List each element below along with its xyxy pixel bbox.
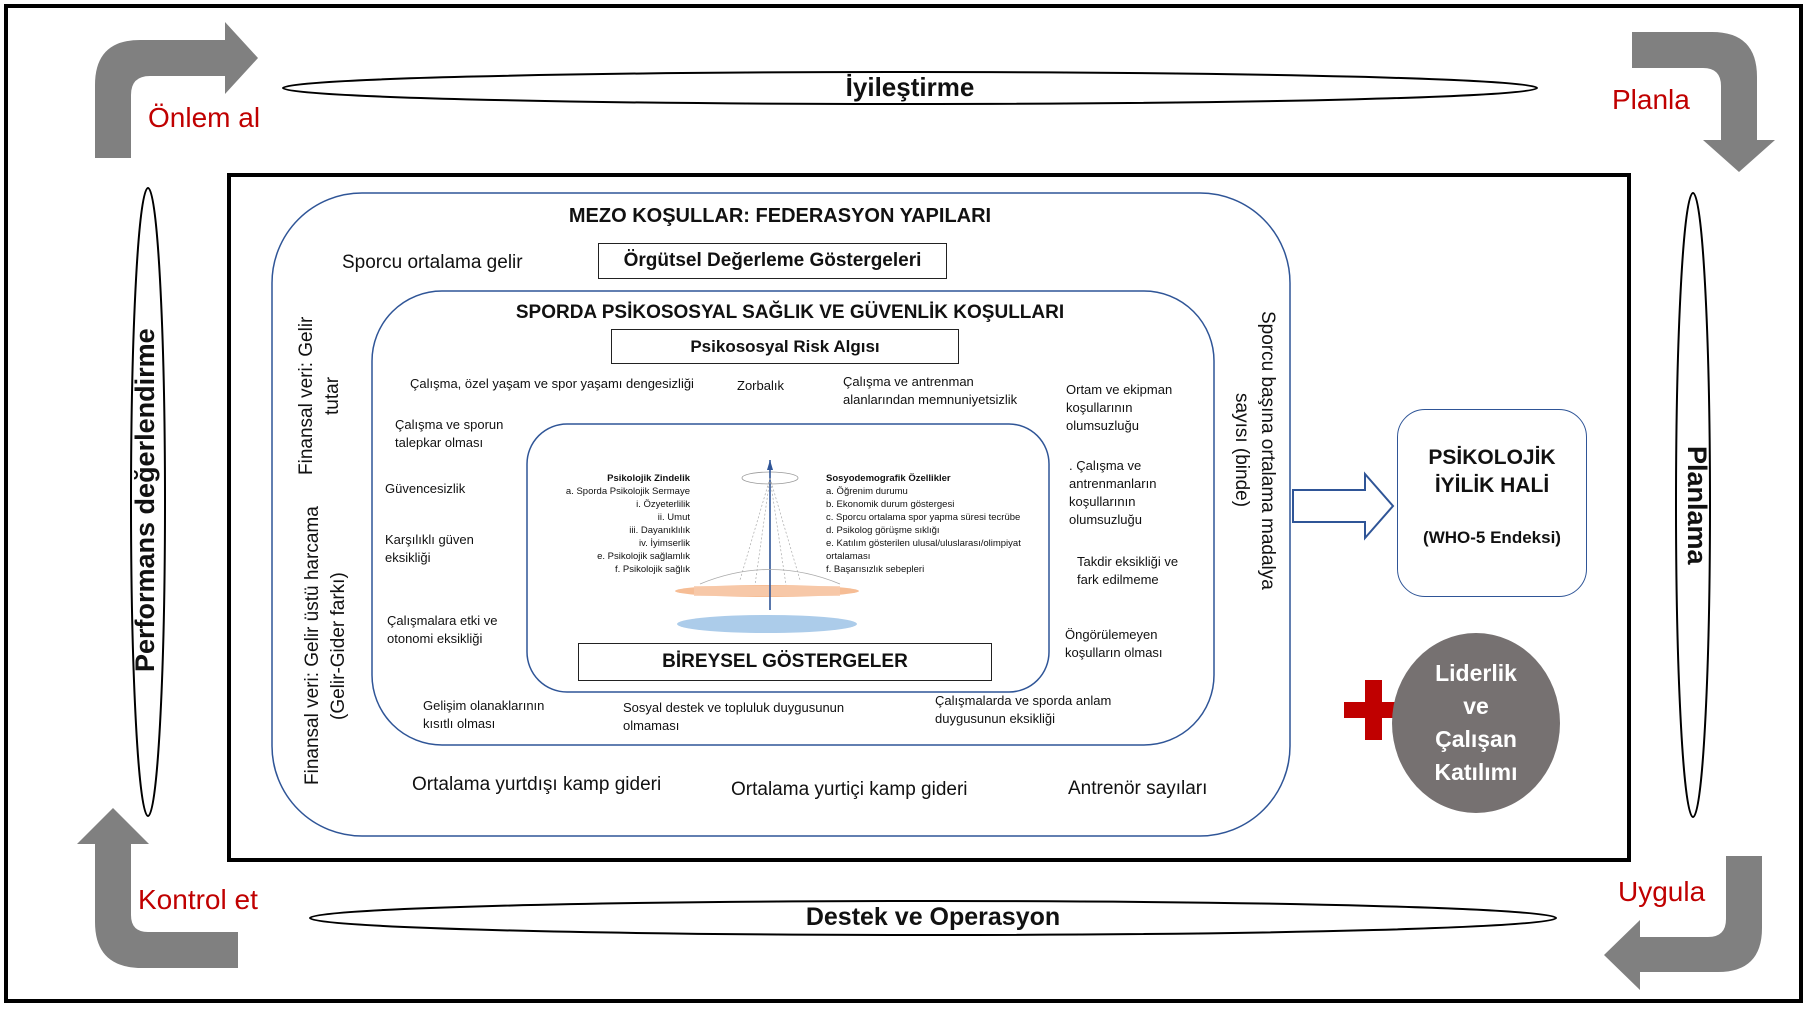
leadership-line: Katılımı xyxy=(1434,759,1518,785)
individual-right-title: Sosyodemografik Özellikler xyxy=(826,473,951,484)
outcome-arrow xyxy=(1292,471,1395,541)
corner-label-uygula: Uygula xyxy=(1618,876,1706,907)
item-unpredictable: Öngörülemeyen koşulların olması xyxy=(1065,627,1163,660)
outcome-title-2: İYİLİK HALİ xyxy=(1434,474,1550,497)
mezo-coaches: Antrenör sayıları xyxy=(1068,778,1208,799)
individual-left-item: i. Özyeterlilik xyxy=(636,499,690,510)
mezo-title: MEZO KOŞULLAR: FEDERASYON YAPILARI xyxy=(568,205,992,227)
outcome-subtitle: (WHO-5 Endeksi) xyxy=(1423,528,1561,547)
item-autonomy: Çalışmalara etki ve otonomi eksikliği xyxy=(387,613,498,646)
psychosocial-box-label: Psikososyal Risk Algısı xyxy=(611,329,959,364)
individual-right-list: Sosyodemografik Özellikler a. Öğrenim du… xyxy=(826,472,1041,576)
individual-left-item: e. Psikolojik sağlamlık xyxy=(597,551,690,562)
item-dissatisfaction: Çalışma ve antrenman alanlarından memnun… xyxy=(843,374,1018,407)
item-meaning: Çalışmalarda ve sporda anlam duygusunun … xyxy=(935,693,1112,726)
mezo-income: Sporcu ortalama gelir xyxy=(342,252,523,273)
mezo-box-label: Örgütsel Değerleme Göstergeleri xyxy=(598,243,947,279)
mezo-medal: Sporcu başına ortalama madalya sayısı (b… xyxy=(1231,310,1278,590)
psychosocial-frame xyxy=(371,290,1215,746)
individual-figure xyxy=(675,460,859,633)
individual-left-item: a. Sporda Psikolojik Sermaye xyxy=(565,486,690,497)
corner-arrows xyxy=(77,22,1775,990)
individual-left-title: Psikolojik Zindelik xyxy=(607,473,690,484)
item-development: Gelişim olanaklarının kısıtlı olması xyxy=(423,698,545,731)
leadership-circle: Liderlik ve Çalışan Katılımı xyxy=(1392,633,1560,813)
mezo-camp-abroad: Ortalama yurtdışı kamp gideri xyxy=(412,774,662,795)
cycle-left-label: Performans değerlendirme xyxy=(130,328,160,672)
individual-right-item: d. Psikolog görüşme sıklığı xyxy=(826,525,940,536)
item-demanding: Çalışma ve sporun talepkar olması xyxy=(395,417,504,450)
corner-label-planla: Planla xyxy=(1612,84,1690,115)
leadership-line: Liderlik xyxy=(1435,660,1517,686)
mezo-fin2: Finansal veri: Gelir üstü harcama (Gelir… xyxy=(302,506,349,786)
corner-label-onlem: Önlem al xyxy=(148,102,261,133)
top-ellipse xyxy=(282,71,1538,105)
individual-box-label: BİREYSEL GÖSTERGELER xyxy=(578,643,992,681)
arrow-bottom-left xyxy=(77,808,238,968)
inner-frame xyxy=(227,173,1631,862)
arrow-bottom-right xyxy=(1604,856,1762,990)
mezo-frame xyxy=(271,192,1291,837)
item-insecurity: Güvencesizlik xyxy=(385,481,466,496)
individual-left-item: iv. İyimserlik xyxy=(638,538,690,549)
corner-label-kontrol: Kontrol et xyxy=(138,884,258,915)
cycle-top-label: İyileştirme xyxy=(845,72,975,102)
item-bullying: Zorbalık xyxy=(737,378,784,393)
individual-right-item: a. Öğrenim durumu xyxy=(826,486,908,497)
individual-left-list: Psikolojik Zindelik a. Sporda Psikolojik… xyxy=(545,472,690,576)
individual-right-item: c. Sporcu ortalama spor yapma süresi tec… xyxy=(826,512,1021,523)
left-ellipse xyxy=(130,187,166,817)
individual-left-item: iii. Dayanıklılık xyxy=(629,525,690,536)
item-trust: Karşılıklı güven eksikliği xyxy=(385,532,474,565)
individual-right-item: f. Başarısızlık sebepleri xyxy=(826,564,925,575)
leadership-line: ve xyxy=(1463,693,1489,719)
psychosocial-title: SPORDA PSİKOSOSYAL SAĞLIK VE GÜVENLİK KO… xyxy=(515,302,1065,323)
leadership-line: Çalışan xyxy=(1435,726,1517,752)
individual-left-item: f. Psikolojik sağlık xyxy=(615,564,690,575)
cycle-bottom-label: Destek ve Operasyon xyxy=(805,903,1061,931)
item-equipment: Ortam ve ekipman koşullarının olumsuzluğ… xyxy=(1066,382,1173,433)
item-balance: Çalışma, özel yaşam ve spor yaşamı denge… xyxy=(410,376,694,391)
item-appreciation: Takdir eksikliği ve fark edilmeme xyxy=(1077,554,1179,587)
mezo-fin1: Finansal veri: Gelir tutar xyxy=(296,316,343,475)
plus-sign xyxy=(1344,680,1403,740)
item-conditions: . Çalışma ve antrenmanların koşullarının… xyxy=(1069,458,1157,527)
right-ellipse xyxy=(1675,192,1711,818)
arrow-top-left xyxy=(95,22,258,158)
mezo-camp-domestic: Ortalama yurtiçi kamp gideri xyxy=(731,779,968,800)
item-social: Sosyal destek ve topluluk duygusunun olm… xyxy=(623,700,845,733)
individual-frame xyxy=(526,423,1050,693)
individual-left-item: ii. Umut xyxy=(657,512,690,523)
arrow-top-right xyxy=(1632,32,1775,172)
bottom-ellipse xyxy=(309,900,1557,936)
individual-right-item: e. Katılım gösterilen ulusal/uluslarası/… xyxy=(826,538,1021,562)
outcome-title-1: PSİKOLOJİK xyxy=(1428,446,1556,469)
outer-frame xyxy=(4,4,1803,1003)
outcome-box: PSİKOLOJİK İYİLİK HALİ (WHO-5 Endeksi) xyxy=(1397,409,1587,597)
individual-right-item: b. Ekonomik durum göstergesi xyxy=(826,499,955,510)
cycle-right-label: Planlama xyxy=(1682,445,1712,565)
